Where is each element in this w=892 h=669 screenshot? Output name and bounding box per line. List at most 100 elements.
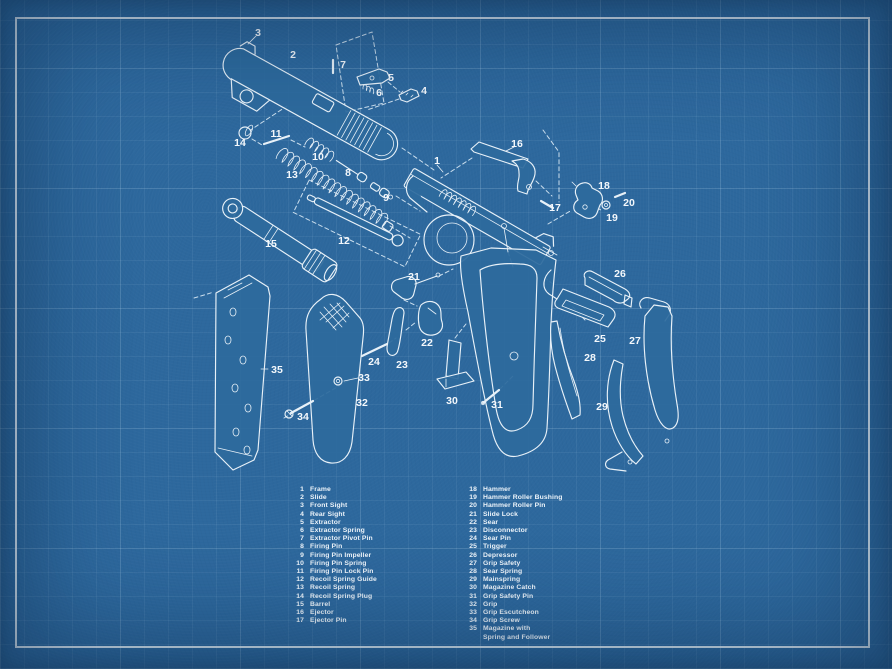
part-firing-pin-impeller	[369, 182, 394, 200]
legend-part-name: Firing Pin	[310, 543, 343, 551]
legend-row: 15 Barrel	[288, 601, 453, 609]
legend-part-name: Grip	[483, 600, 498, 608]
part-hammer-roller-bushing	[601, 200, 611, 210]
legend-part-number: 30	[469, 584, 477, 592]
callout-27: 27	[629, 335, 641, 347]
legend-part-number: 1	[300, 486, 304, 493]
legend-part-number: 20	[469, 502, 477, 510]
legend-part-number: 23	[469, 527, 477, 535]
legend-row: 12 Recoil Spring Guide	[288, 576, 453, 584]
legend-row: 18 Hammer	[461, 486, 626, 494]
legend-row: 32 Grip	[461, 601, 626, 609]
legend-row: 19 Hammer Roller Bushing	[461, 494, 626, 502]
legend-part-name: Hammer	[483, 486, 511, 493]
parts-legend-right: 18 Hammer 19 Hammer Roller Bushing 20 Ha…	[461, 486, 626, 642]
part-depressor	[583, 270, 633, 308]
part-mainspring	[604, 359, 644, 472]
legend-part-name: Recoil Spring Guide	[310, 576, 377, 584]
part-magazine-catch	[436, 339, 475, 390]
callout-17: 17	[549, 202, 561, 214]
callout-20: 20	[623, 197, 635, 209]
callout-6: 6	[376, 87, 382, 99]
part-ejector-pin	[539, 199, 555, 210]
legend-part-name: Extractor	[310, 518, 341, 526]
legend-part-number: 24	[469, 535, 477, 543]
callout-3: 3	[255, 27, 261, 39]
legend-row: 6 Extractor Spring	[288, 527, 453, 535]
legend-row: 31 Grip Safety Pin	[461, 593, 626, 601]
callout-25: 25	[594, 333, 606, 345]
legend-part-name: Depressor	[483, 551, 518, 559]
part-grip-safety	[639, 297, 679, 444]
callout-9: 9	[383, 192, 389, 204]
callout-1: 1	[434, 155, 440, 167]
callout-35: 35	[271, 364, 283, 376]
callout-18: 18	[598, 180, 610, 192]
legend-row: 11 Firing Pin Lock Pin	[288, 568, 453, 576]
legend-row: 9 Firing Pin Impeller	[288, 552, 453, 560]
callout-4: 4	[421, 85, 427, 97]
legend-row: 30 Magazine Catch	[461, 584, 626, 592]
legend-part-name: Barrel	[310, 600, 331, 608]
legend-part-name: Grip Escutcheon	[483, 609, 539, 617]
legend-part-number: 31	[469, 592, 477, 600]
callout-33: 33	[358, 372, 370, 384]
callout-31: 31	[491, 399, 503, 411]
part-recoil-spring-guide	[292, 179, 422, 268]
legend-row: 21 Slide Lock	[461, 511, 626, 519]
part-sear	[417, 300, 444, 336]
legend-part-number: 22	[469, 518, 477, 526]
part-trigger	[543, 269, 616, 328]
legend-part-name: Slide Lock	[483, 510, 518, 518]
legend-part-name: Grip Safety	[483, 559, 521, 567]
legend-part-name: Hammer Roller Pin	[483, 502, 546, 510]
part-firing-pin-lock-pin	[262, 134, 291, 146]
legend-part-name-line2: Spring and Follower	[483, 633, 551, 641]
legend-part-number: 3	[300, 502, 304, 510]
legend-part-number: 19	[469, 494, 477, 502]
legend-part-name: Ejector Pin	[310, 617, 347, 625]
legend-row: 14 Recoil Spring Plug	[288, 593, 453, 601]
part-extractor	[356, 68, 391, 86]
legend-part-number: 29	[469, 576, 477, 584]
legend-part-name: Sear	[483, 518, 499, 526]
legend-part-number: 4	[300, 510, 304, 518]
legend-part-name: Ejector	[310, 609, 334, 617]
legend-part-number: 15	[296, 600, 304, 608]
legend-row: 28 Sear Spring	[461, 568, 626, 576]
legend-part-name: Firing Pin Impeller	[310, 551, 372, 559]
legend-part-number: 14	[296, 592, 304, 600]
callout-16: 16	[511, 138, 523, 150]
legend-row: 7 Extractor Pivot Pin	[288, 535, 453, 543]
part-firing-pin-spring	[304, 137, 335, 162]
legend-part-number: 28	[469, 568, 477, 576]
part-extractor-spring	[362, 84, 375, 95]
callout-21: 21	[408, 271, 420, 283]
callout-13: 13	[286, 169, 298, 181]
part-firing-pin	[335, 159, 368, 183]
legend-part-name: Recoil Spring	[310, 584, 356, 592]
legend-part-name: Slide	[310, 494, 327, 502]
callout-23: 23	[396, 359, 408, 371]
part-grip-escutcheon	[333, 376, 343, 386]
legend-part-number: 33	[469, 609, 477, 617]
legend-part-name: Firing Pin Spring	[310, 559, 367, 567]
legend-part-name: Grip Screw	[483, 617, 520, 625]
part-recoil-spring	[275, 148, 394, 232]
legend-row: 13 Recoil Spring	[288, 584, 453, 592]
legend-part-number: 27	[469, 559, 477, 567]
legend-row: 33 Grip Escutcheon	[461, 609, 626, 617]
callout-34: 34	[297, 411, 309, 423]
callout-24: 24	[368, 356, 380, 368]
leader-lines	[247, 35, 515, 382]
part-barrel	[222, 197, 338, 283]
callout-26: 26	[614, 268, 626, 280]
callout-15: 15	[265, 238, 277, 250]
legend-row: 26 Depressor	[461, 552, 626, 560]
legend-row: 1 Frame	[288, 486, 453, 494]
callout-10: 10	[312, 151, 324, 163]
